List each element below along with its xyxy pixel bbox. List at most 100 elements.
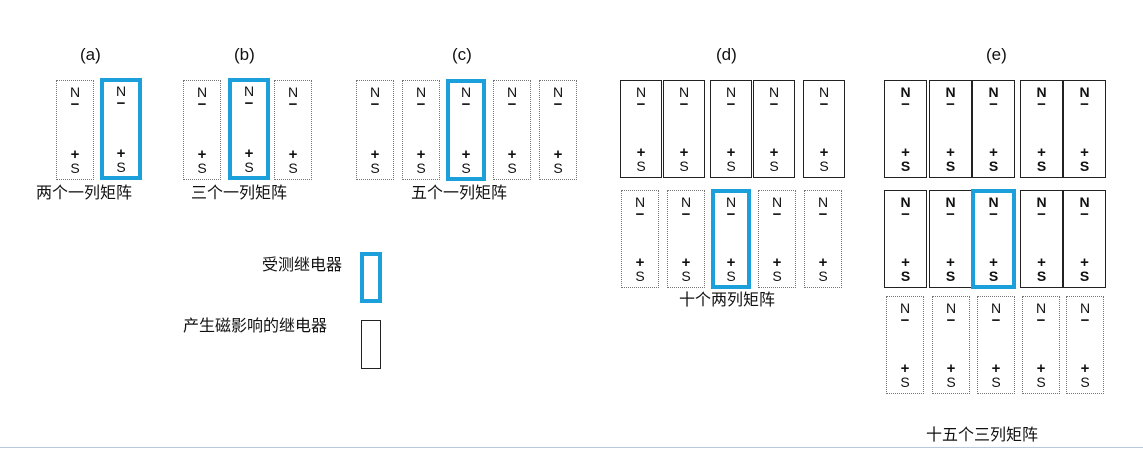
plus-sign: + [819,144,829,161]
north-letter: N [988,194,999,210]
south-letter: S [988,158,999,174]
north-pole-label: N− [621,84,661,112]
south-pole-label: +S [885,255,926,284]
north-letter: N [1079,300,1091,316]
north-letter: N [1036,194,1047,210]
south-pole-label: +S [1021,255,1062,284]
south-pole-label: +S [1021,145,1062,174]
south-pole-label: +S [622,255,658,284]
plus-sign: + [989,254,998,271]
minus-sign: − [901,206,910,223]
south-letter: S [819,158,829,174]
minus-sign: − [461,96,471,113]
north-pole-label: N− [184,84,220,112]
north-letter: N [243,83,255,99]
south-letter: S [70,160,80,176]
north-pole-label: N− [403,84,439,112]
south-pole-label: +S [275,146,311,176]
north-pole-label: N− [711,84,751,113]
north-pole-label: N− [1064,194,1105,222]
minus-sign: − [772,206,782,223]
minus-sign: − [726,96,736,113]
plus-sign: + [989,144,998,161]
north-letter: N [506,84,518,100]
south-pole-label: +S [621,145,661,174]
north-letter: N [818,84,830,100]
relay-block: N−+S [710,80,752,178]
south-pole-label: +S [102,146,140,175]
minus-sign: − [116,95,126,112]
south-letter: S [1079,158,1090,174]
south-pole-label: +S [540,146,576,176]
tested-relay-highlight [100,78,142,180]
south-letter: S [507,160,517,176]
relay-block: N−+S [667,190,705,288]
south-letter: S [681,268,691,284]
south-letter: S [1036,268,1047,284]
north-pole-label: N− [885,84,926,112]
minus-sign: − [553,96,563,113]
north-pole-label: N− [275,84,311,112]
south-letter: S [900,158,911,174]
plus-sign: + [553,146,563,163]
south-pole-label: +S [230,146,268,175]
minus-sign: − [1080,312,1090,329]
relay-block: N−+S [929,190,972,288]
plus-sign: + [769,144,779,161]
minus-sign: − [946,312,956,329]
minus-sign: − [946,96,955,113]
south-letter: S [769,158,779,174]
plus-sign: + [946,254,955,271]
south-pole-label: +S [973,144,1014,174]
south-letter: S [988,268,999,284]
south-pole-label: +S [1064,144,1105,174]
north-pole-label: N− [668,194,704,222]
relay-block: N−+S [1020,190,1063,288]
plus-sign: + [946,144,955,161]
south-pole-label: +S [57,147,93,176]
relay-block: N− +S [56,80,94,180]
south-letter: S [900,268,911,284]
north-letter: N [115,83,127,99]
legend-tested-label: 受测继电器 [262,255,343,274]
minus-sign: − [1037,96,1046,113]
south-letter: S [461,160,471,176]
relay-block: N− +S [1020,80,1063,178]
south-letter: S [1036,158,1047,174]
relay-block: N−+S [356,80,394,180]
north-letter: N [415,84,427,100]
caption-c: 五个一列矩阵 [411,183,508,202]
relay-block: N− +S [753,80,795,178]
caption-e: 十五个三列矩阵 [926,425,1039,444]
north-pole-label: N− [540,84,576,113]
minus-sign: − [1036,312,1046,329]
tested-relay-highlight [446,79,486,181]
south-pole-label: +S [978,361,1014,390]
north-letter: N [678,84,690,100]
plus-sign: + [416,146,426,163]
north-pole-label: N− [930,84,971,113]
south-letter: S [679,158,689,174]
north-letter: N [945,194,956,210]
north-letter: N [945,300,957,316]
minus-sign: − [726,206,736,223]
legend-influencing-swatch [361,320,381,369]
south-letter: S [244,159,254,175]
north-pole-label: N− [885,194,926,223]
south-letter: S [116,159,126,175]
north-letter: N [725,194,737,210]
north-pole-label: N− [754,84,794,112]
minus-sign: − [70,96,80,113]
plus-sign: + [288,146,298,163]
plus-sign: + [818,254,828,271]
relay-block: N−+S [621,190,659,288]
north-pole-label: N− [230,83,268,111]
south-letter: S [636,158,646,174]
plus-sign: + [946,360,956,377]
north-letter: N [69,84,81,100]
north-pole-label: N− [933,300,969,329]
south-letter: S [900,374,910,390]
north-letter: N [1036,84,1047,100]
plus-sign: + [1080,144,1089,161]
south-pole-label: +S [1064,255,1105,284]
